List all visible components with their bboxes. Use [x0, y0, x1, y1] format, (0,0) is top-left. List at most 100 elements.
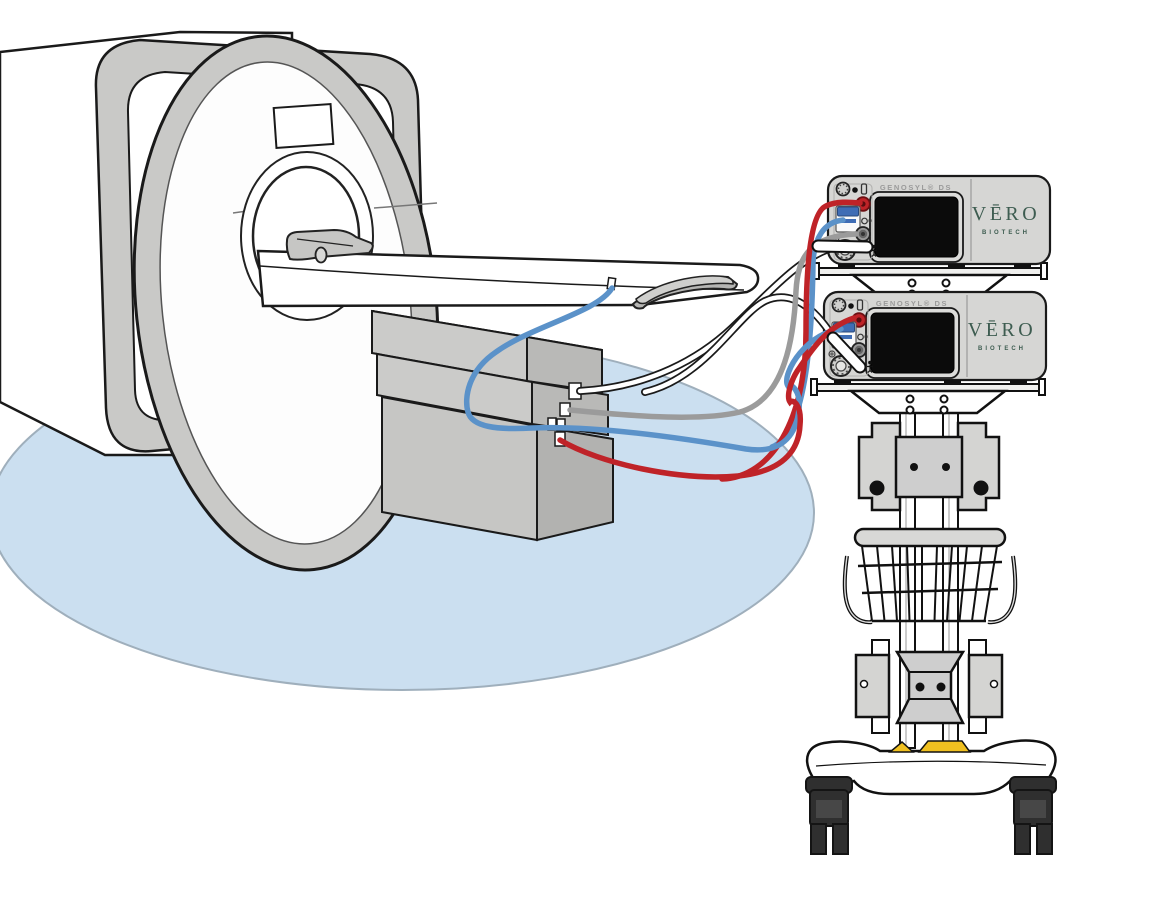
caster-right	[1009, 776, 1057, 855]
basket-band-lower	[861, 587, 999, 595]
shelf-lower-cap-right	[1038, 378, 1046, 396]
device-screen[interactable]	[870, 312, 955, 374]
genosyl-device-1: GENOSYL® DS VĒRO BIOTECH	[826, 174, 1052, 269]
delivery-port-center	[835, 360, 847, 372]
device-foot	[1014, 264, 1031, 269]
disc-seam-right	[373, 202, 438, 209]
bracket-hole	[939, 394, 949, 404]
upper-clamp-left-plate	[857, 421, 902, 512]
storage-basket	[842, 527, 1018, 625]
device-foot	[838, 264, 855, 269]
upper-clamp-block	[894, 435, 964, 499]
bracket-hole	[939, 405, 949, 415]
shelf-lower	[810, 378, 1046, 415]
patient-icon	[867, 360, 873, 373]
brand-logo: VĒRO	[972, 203, 1040, 225]
gantry-vent-plate	[272, 102, 335, 149]
device-foot	[834, 380, 851, 385]
table-slab	[256, 249, 760, 308]
indicator-dot	[852, 187, 858, 193]
cart-base	[805, 739, 1057, 855]
basket-band-upper	[857, 560, 1003, 568]
upper-clamp-left-knob[interactable]	[869, 480, 885, 496]
cylinder-icon	[856, 299, 864, 311]
blue-tube-main	[463, 285, 844, 453]
indicator-dot	[848, 303, 854, 309]
basket-wires	[861, 545, 998, 622]
knob-icon-ticks	[837, 183, 849, 195]
patient-table	[256, 228, 760, 310]
water-trap-stripe	[840, 219, 856, 223]
droplet-icon	[868, 217, 872, 223]
sample-port-center	[861, 232, 865, 236]
caster-left-leg-b	[832, 823, 849, 855]
device-screen[interactable]	[874, 196, 959, 258]
device-model-label: GENOSYL® DS	[880, 183, 952, 192]
knob-icon[interactable]	[831, 297, 847, 313]
device-foot	[1010, 380, 1027, 385]
bracket-hole	[905, 394, 915, 404]
caster-left	[805, 776, 853, 855]
head-coil-crease	[296, 238, 354, 247]
sample-port-center	[857, 348, 861, 352]
brand-sub-logo: BIOTECH	[982, 230, 1030, 236]
lower-clamp-bowtie	[894, 650, 966, 725]
caster-right-leg-a	[1014, 823, 1031, 855]
lower-clamp-right-hole	[989, 679, 999, 689]
shelf-upper-cap-right	[1040, 262, 1048, 280]
device-foot	[944, 380, 961, 385]
brand-logo: VĒRO	[968, 319, 1036, 341]
bracket-hole	[905, 405, 915, 415]
device-foot	[948, 264, 965, 269]
knob-icon-ticks	[833, 299, 845, 311]
base-yellow-arrow	[887, 741, 915, 753]
knob-icon[interactable]	[835, 181, 851, 197]
device-model-label: GENOSYL® DS	[876, 299, 948, 308]
upper-clamp-screw-a	[910, 463, 918, 471]
device1-circuit-stub	[813, 241, 872, 252]
base-yellow-pedal[interactable]	[917, 740, 972, 753]
brand-sub-logo: BIOTECH	[978, 346, 1026, 352]
genosyl-device-2: GENOSYL® DS VĒRO BIOTECH	[822, 290, 1048, 385]
water-trap-cap	[837, 206, 859, 217]
pedestal-slab-c-side	[536, 424, 614, 542]
basket-handle-left-hl	[844, 555, 873, 623]
upper-clamp-right-plate	[956, 421, 1001, 512]
upper-clamp-right-knob[interactable]	[973, 480, 989, 496]
equipment-cart	[805, 262, 1057, 855]
cylinder-icon	[860, 183, 868, 195]
upper-clamp-screw-b	[942, 463, 950, 471]
red-tube-main	[557, 315, 857, 480]
delivery-port-knurl	[832, 357, 850, 375]
headrest-pad-top	[635, 275, 734, 305]
basket-handle-right-hl	[987, 555, 1016, 623]
device2-circuit-stub	[828, 333, 865, 372]
basket-rim	[853, 527, 1007, 548]
bracket-hole	[941, 278, 951, 288]
lower-clamp-screw-b	[936, 682, 946, 692]
lower-clamp-screw-a	[915, 682, 925, 692]
lower-clamp	[854, 639, 1004, 734]
head-coil-knob	[314, 246, 328, 264]
caster-left-leg-a	[810, 823, 827, 855]
droplet-icon	[864, 333, 868, 339]
screw-icon-cross	[829, 351, 835, 357]
screw-icon	[828, 350, 836, 358]
base-seam	[815, 760, 1047, 767]
water-trap-stripe	[836, 335, 852, 339]
upper-clamp	[857, 421, 1001, 512]
patient-circuit-stubs	[811, 239, 874, 374]
sensor-icon	[861, 217, 868, 225]
caster-left-hub	[816, 800, 842, 818]
white-tube-to-device2	[642, 295, 839, 395]
shelf-lower-cap-left	[810, 378, 818, 396]
bracket-hole	[907, 278, 917, 288]
shelf-lower-bracket	[847, 389, 1009, 415]
no-inlet-port-center	[856, 317, 862, 323]
sensor-icon	[857, 333, 864, 341]
red-tube-branch-device1	[719, 199, 863, 482]
caster-right-leg-b	[1036, 823, 1053, 855]
caster-right-hub	[1020, 800, 1046, 818]
